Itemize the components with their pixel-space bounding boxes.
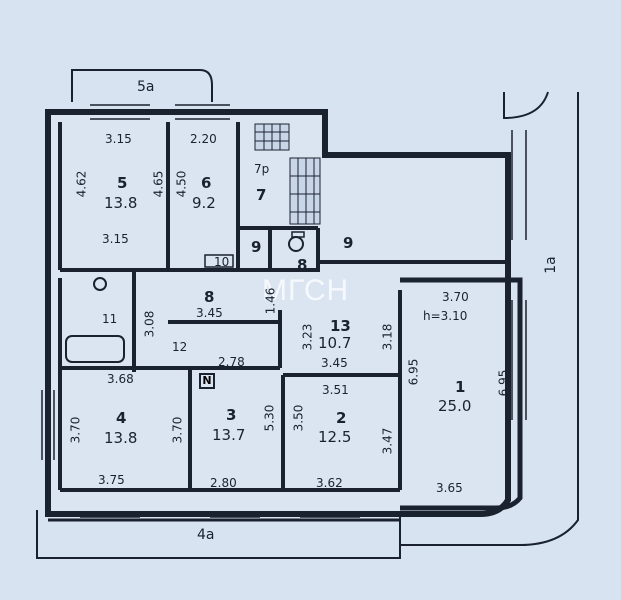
room2-dim-left: 3.50 <box>291 404 306 432</box>
room2-number: 2 <box>336 409 347 427</box>
room5-dim-left: 4.62 <box>74 170 89 198</box>
room4-dim-bottom: 3.75 <box>98 473 125 487</box>
room4-number: 4 <box>116 409 127 427</box>
room1-number: 1 <box>455 378 466 396</box>
room13-area: 10.7 <box>318 334 352 352</box>
interior-walls <box>58 122 508 492</box>
room3-dim-top: 2.78 <box>218 355 245 369</box>
shaft-grid <box>254 123 321 225</box>
room2-dim-bottom: 3.62 <box>316 476 343 490</box>
balcony-top <box>71 69 213 102</box>
watermark-text: МГСН <box>262 274 350 307</box>
north-marker: N <box>199 373 215 389</box>
room3-number: 3 <box>226 406 237 424</box>
room13-dim-bottom: 3.45 <box>321 356 348 370</box>
room12-number: 12 <box>172 340 188 354</box>
room13-number: 13 <box>330 317 351 335</box>
room6-number: 6 <box>201 174 212 192</box>
room3-dim-right: 5.30 <box>262 404 277 432</box>
cabinet-icon <box>204 254 234 268</box>
room2-area: 12.5 <box>318 428 352 446</box>
room5-number: 5 <box>117 174 128 192</box>
room4-dim-top: 3.68 <box>107 372 134 386</box>
room9-number: 9 <box>251 238 262 256</box>
room7-label: 7р <box>254 162 270 176</box>
room6-dim-left: 4.50 <box>174 170 189 198</box>
toilet-tank-icon <box>291 231 305 238</box>
room4-area: 13.8 <box>104 429 138 447</box>
room6-dim-top: 2.20 <box>190 132 217 146</box>
hall-number: 8 <box>204 288 215 306</box>
room7-number: 7 <box>256 186 267 204</box>
windows <box>41 104 527 518</box>
balcony-right <box>400 91 579 546</box>
room3-area: 13.7 <box>212 426 246 444</box>
room1-dim-top: 3.70 <box>442 290 469 304</box>
room4-dim-left: 3.70 <box>68 416 83 444</box>
corridor-number: 9 <box>343 234 354 252</box>
room2-dim-right: 3.47 <box>380 427 395 455</box>
room5-dim-bottom: 3.15 <box>102 232 129 246</box>
sink-icon <box>93 277 107 291</box>
balcony-label-right: 1а <box>542 256 559 274</box>
room6-area: 9.2 <box>192 194 216 212</box>
room1-height: h=3.10 <box>423 309 468 323</box>
room5-dim-right: 4.65 <box>151 170 166 198</box>
room5-dim-top: 3.15 <box>105 132 132 146</box>
hall-dim: 3.45 <box>196 306 223 320</box>
room1-area: 25.0 <box>438 397 472 415</box>
room5-area: 13.8 <box>104 194 138 212</box>
room11-dim: 3.08 <box>142 310 157 338</box>
room3-dim-bottom: 2.80 <box>210 476 237 490</box>
room13-dim-right: 3.18 <box>380 323 395 351</box>
balcony-label-top: 5а <box>137 79 155 95</box>
bathtub-icon <box>65 335 125 363</box>
balcony-label-bottom: 4а <box>197 527 215 543</box>
room11-number: 11 <box>102 312 118 326</box>
balcony-bottom <box>36 510 401 559</box>
room10-number: 10 <box>214 255 230 269</box>
room1-dim-left: 6.95 <box>406 358 421 386</box>
hall-dim-side: 1.46 <box>263 287 278 315</box>
room2-dim-top: 3.51 <box>322 383 349 397</box>
room13-dim-left: 3.23 <box>300 323 315 351</box>
room4-dim-right: 3.70 <box>170 416 185 444</box>
room1-dim-bottom: 3.65 <box>436 481 463 495</box>
room1-dim-right: 6.95 <box>496 369 511 397</box>
room8-number: 8 <box>297 256 308 274</box>
wing-wall <box>400 277 523 511</box>
